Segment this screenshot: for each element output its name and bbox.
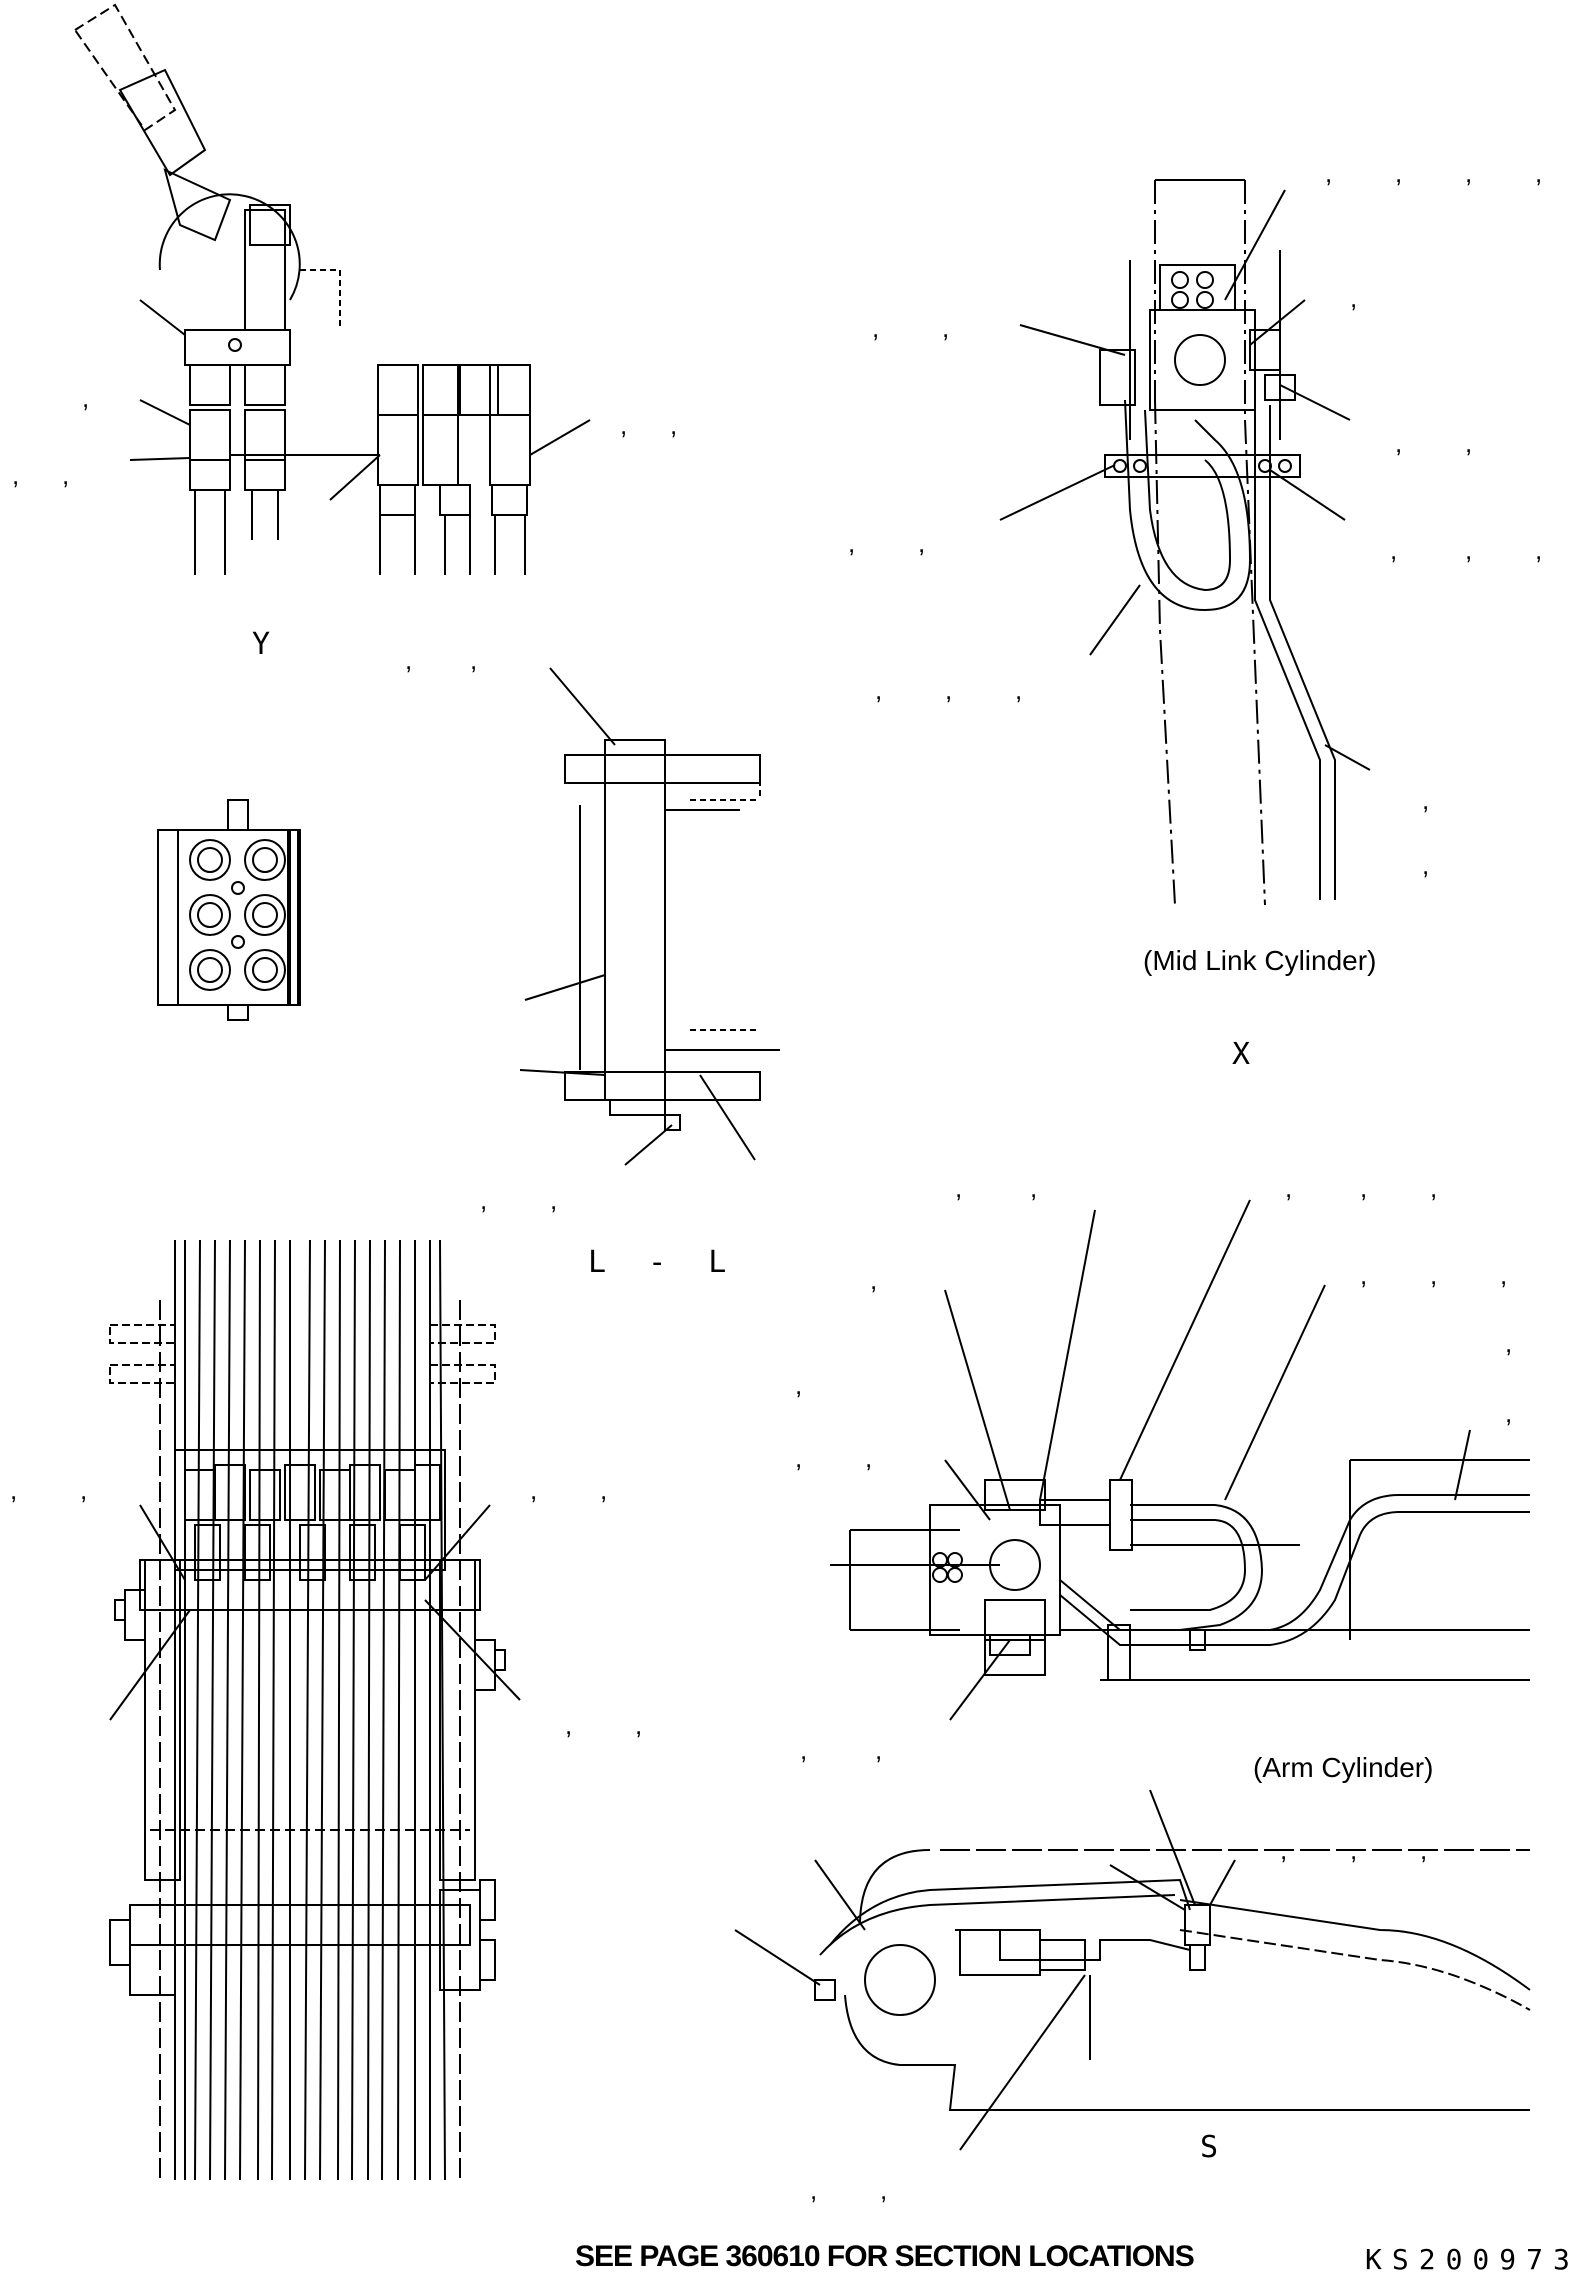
callout-mark: , <box>1350 1835 1358 1865</box>
callout-mark: , <box>530 1475 538 1505</box>
boom-assembly-drawing <box>109 1239 521 2181</box>
callout-mark: , <box>1465 535 1473 565</box>
drawing-code: KS200973 <box>1365 2243 1580 2276</box>
callout-mark: , <box>848 528 856 558</box>
callout-mark: , <box>1420 1835 1428 1865</box>
callout-mark: , <box>1430 1260 1438 1290</box>
callout-mark: , <box>810 2175 818 2205</box>
callout-mark: , <box>955 1173 963 1203</box>
section-ll-label: L - L <box>588 1245 739 1280</box>
callout-mark: , <box>620 410 628 440</box>
callout-mark: , <box>1360 1260 1368 1290</box>
view-s-drawing <box>734 1789 1531 2151</box>
callout-mark: , <box>82 383 90 413</box>
callout-mark: , <box>865 1443 873 1473</box>
section-locations-note: SEE PAGE 360610 FOR SECTION LOCATIONS <box>575 2240 1195 2273</box>
callout-mark: , <box>405 645 413 675</box>
callout-mark: , <box>1422 785 1430 815</box>
callout-mark: , <box>1015 675 1023 705</box>
view-s-label: S <box>1200 2130 1231 2165</box>
callout-mark: , <box>1500 1260 1508 1290</box>
callout-mark: , <box>1465 428 1473 458</box>
callout-mark: , <box>918 528 926 558</box>
callout-mark: , <box>875 675 883 705</box>
callout-mark: , <box>795 1370 803 1400</box>
callout-mark: , <box>1350 283 1358 313</box>
callout-mark: , <box>550 1185 558 1215</box>
callout-mark: , <box>62 460 70 490</box>
callout-mark: , <box>1360 1173 1368 1203</box>
callout-mark: , <box>600 1475 608 1505</box>
callout-mark: , <box>1325 158 1333 188</box>
callout-mark: , <box>1285 1173 1293 1203</box>
view-y-valve-drawing <box>73 3 591 575</box>
callout-mark: , <box>670 410 678 440</box>
view-y-label: Y <box>252 627 283 662</box>
callout-mark: , <box>1535 535 1543 565</box>
callout-mark: , <box>1390 535 1398 565</box>
callout-mark: , <box>1395 428 1403 458</box>
callout-mark: , <box>1465 158 1473 188</box>
section-ll-drawing <box>519 667 780 1166</box>
valve-block-drawing <box>157 799 301 1021</box>
view-x-label: X <box>1232 1037 1263 1072</box>
arm-cylinder-caption: (Arm Cylinder) <box>1253 1752 1434 1783</box>
mid-link-cylinder-caption: (Mid Link Cylinder) <box>1143 945 1377 976</box>
callout-mark: , <box>1505 1398 1513 1428</box>
callout-mark: , <box>800 1735 808 1765</box>
callout-mark: , <box>1422 850 1430 880</box>
callout-mark: , <box>80 1475 88 1505</box>
callout-mark: , <box>945 675 953 705</box>
callout-mark: , <box>1030 1173 1038 1203</box>
callout-mark: , <box>10 1475 18 1505</box>
callout-mark: , <box>480 1185 488 1215</box>
callout-mark: , <box>470 645 478 675</box>
callout-mark: , <box>880 2175 888 2205</box>
view-x-drawing <box>999 179 1371 906</box>
callout-mark: , <box>1395 158 1403 188</box>
callout-mark: , <box>1535 158 1543 188</box>
callout-mark: , <box>1430 1173 1438 1203</box>
callout-mark: , <box>872 313 880 343</box>
callout-mark: , <box>635 1710 643 1740</box>
callout-mark: , <box>795 1443 803 1473</box>
callout-mark: , <box>565 1710 573 1740</box>
callout-mark: , <box>1280 1835 1288 1865</box>
arm-cylinder-drawing <box>830 1199 1530 1721</box>
callout-mark: , <box>875 1735 883 1765</box>
callout-mark: , <box>1505 1328 1513 1358</box>
callout-mark: , <box>870 1265 878 1295</box>
callout-mark: , <box>942 313 950 343</box>
callout-mark: , <box>12 460 20 490</box>
